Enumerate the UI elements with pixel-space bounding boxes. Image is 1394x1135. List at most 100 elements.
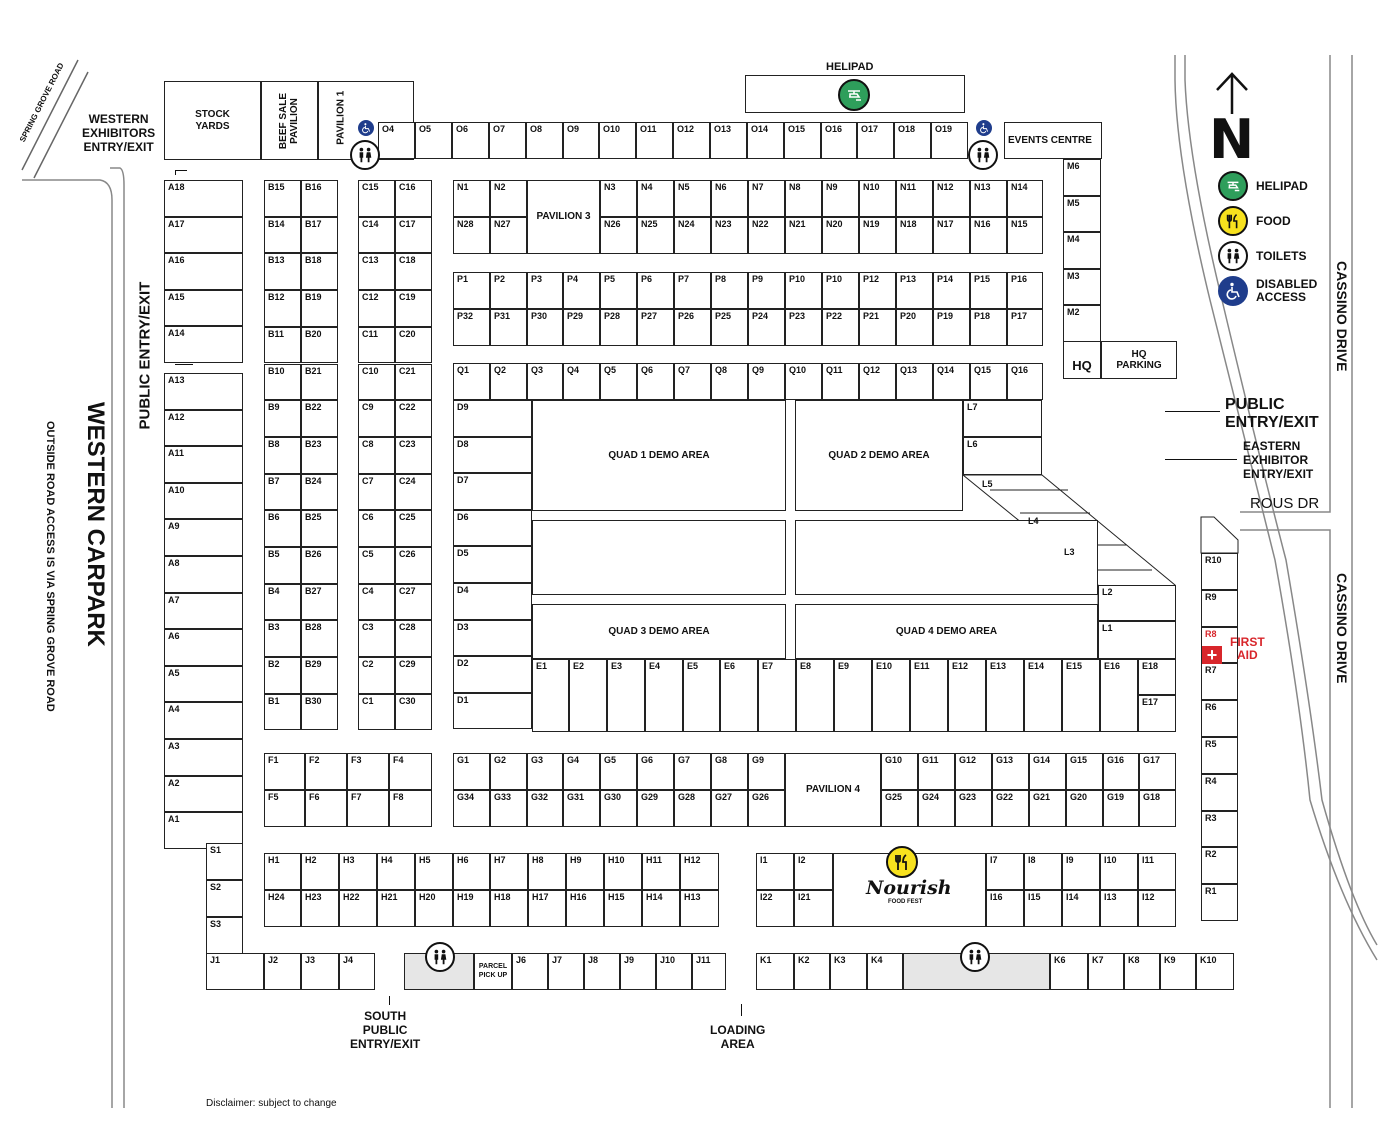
site-r2[interactable]: R2: [1201, 847, 1238, 885]
site-e8[interactable]: E8: [796, 659, 834, 732]
site-o14[interactable]: O14: [747, 122, 784, 159]
site-b26[interactable]: B26: [301, 547, 338, 584]
site-r9[interactable]: R9: [1201, 589, 1238, 627]
site-j7[interactable]: J7: [548, 953, 584, 990]
site-g12[interactable]: G12: [955, 753, 992, 790]
site-o10[interactable]: O10: [599, 122, 636, 159]
site-b21[interactable]: B21: [301, 363, 338, 401]
site-b13[interactable]: B13: [264, 253, 301, 291]
site-h19[interactable]: H19: [453, 890, 490, 927]
site-a9[interactable]: A9: [164, 519, 243, 556]
site-e15[interactable]: E15: [1062, 659, 1100, 732]
site-c9[interactable]: C9: [358, 400, 395, 437]
site-a6[interactable]: A6: [164, 629, 243, 666]
site-p28[interactable]: P28: [600, 309, 637, 346]
site-e7[interactable]: E7: [758, 659, 796, 732]
site-e12[interactable]: E12: [948, 659, 986, 732]
site-q5[interactable]: Q5: [600, 363, 637, 400]
site-h10[interactable]: H10: [604, 853, 642, 890]
site-d2[interactable]: D2: [453, 656, 532, 693]
site-e5[interactable]: E5: [683, 659, 720, 732]
site-d3[interactable]: D3: [453, 619, 532, 657]
site-g6[interactable]: G6: [637, 753, 674, 790]
site-n23[interactable]: N23: [711, 217, 748, 254]
site-b15[interactable]: B15: [264, 180, 301, 217]
site-c16[interactable]: C16: [395, 180, 432, 217]
site-b5[interactable]: B5: [264, 547, 301, 584]
site-e14[interactable]: E14: [1024, 659, 1062, 732]
site-j4[interactable]: J4: [339, 953, 375, 990]
site-q10[interactable]: Q10: [785, 363, 822, 400]
site-g16[interactable]: G16: [1103, 753, 1139, 790]
site-n15[interactable]: N15: [1007, 217, 1043, 254]
site-p7[interactable]: P7: [674, 272, 711, 309]
site-p27[interactable]: P27: [637, 309, 674, 346]
site-c11[interactable]: C11: [358, 326, 395, 364]
site-b16[interactable]: B16: [301, 180, 338, 217]
site-q1[interactable]: Q1: [453, 363, 490, 400]
site-c24[interactable]: C24: [395, 473, 432, 511]
site-l4[interactable]: L4: [1028, 516, 1039, 526]
site-b30[interactable]: B30: [301, 693, 338, 731]
site-b12[interactable]: B12: [264, 290, 301, 327]
site-g34[interactable]: G34: [453, 790, 490, 827]
site-p15[interactable]: P15: [970, 272, 1007, 309]
site-j1[interactable]: J1: [206, 953, 264, 990]
site-r5[interactable]: R5: [1201, 737, 1238, 774]
site-c15[interactable]: C15: [358, 180, 395, 217]
site-p10[interactable]: P10: [785, 272, 822, 309]
site-p18[interactable]: P18: [970, 309, 1007, 346]
site-l7[interactable]: L7: [963, 400, 1042, 437]
site-r6[interactable]: R6: [1201, 700, 1238, 737]
site-n5[interactable]: N5: [674, 180, 711, 217]
site-c3[interactable]: C3: [358, 620, 395, 658]
site-o8[interactable]: O8: [526, 122, 563, 159]
site-f5[interactable]: F5: [264, 790, 305, 827]
site-p5[interactable]: P5: [600, 272, 637, 309]
site-e2[interactable]: E2: [569, 659, 607, 732]
site-p17[interactable]: P17: [1007, 309, 1043, 346]
site-b25[interactable]: B25: [301, 510, 338, 547]
site-n25[interactable]: N25: [637, 217, 674, 254]
site-h17[interactable]: H17: [528, 890, 566, 927]
site-i16[interactable]: I16: [986, 890, 1024, 927]
site-n13[interactable]: N13: [970, 180, 1007, 217]
site-g1[interactable]: G1: [453, 753, 490, 790]
site-n19[interactable]: N19: [859, 217, 896, 254]
site-n9[interactable]: N9: [822, 180, 859, 217]
site-l5[interactable]: L5: [982, 479, 993, 489]
site-j3[interactable]: J3: [301, 953, 339, 990]
site-p19[interactable]: P19: [933, 309, 970, 346]
site-s1[interactable]: S1: [206, 843, 243, 880]
site-c27[interactable]: C27: [395, 583, 432, 621]
site-i11[interactable]: I11: [1138, 853, 1176, 890]
site-k4[interactable]: K4: [867, 953, 903, 990]
site-p23[interactable]: P23: [785, 309, 822, 346]
site-l6[interactable]: L6: [963, 437, 1042, 475]
site-n11[interactable]: N11: [896, 180, 933, 217]
site-g22[interactable]: G22: [992, 790, 1029, 827]
site-d7[interactable]: D7: [453, 473, 532, 510]
site-k9[interactable]: K9: [1160, 953, 1196, 990]
site-c29[interactable]: C29: [395, 657, 432, 694]
site-i2[interactable]: I2: [794, 853, 833, 890]
site-b10[interactable]: B10: [264, 363, 301, 401]
site-c28[interactable]: C28: [395, 620, 432, 658]
site-f7[interactable]: F7: [347, 790, 389, 827]
site-i14[interactable]: I14: [1062, 890, 1100, 927]
site-h8[interactable]: H8: [528, 853, 566, 890]
site-b9[interactable]: B9: [264, 400, 301, 437]
site-r1[interactable]: R1: [1201, 884, 1238, 921]
site-p31[interactable]: P31: [490, 309, 527, 346]
site-g19[interactable]: G19: [1103, 790, 1139, 827]
site-p3[interactable]: P3: [527, 272, 563, 309]
site-a13[interactable]: A13: [164, 373, 243, 410]
site-c13[interactable]: C13: [358, 253, 395, 291]
site-i8[interactable]: I8: [1024, 853, 1062, 890]
site-i1[interactable]: I1: [756, 853, 794, 890]
site-g3[interactable]: G3: [527, 753, 563, 790]
site-g18[interactable]: G18: [1139, 790, 1176, 827]
site-c10[interactable]: C10: [358, 363, 395, 401]
site-g23[interactable]: G23: [955, 790, 992, 827]
site-n21[interactable]: N21: [785, 217, 822, 254]
